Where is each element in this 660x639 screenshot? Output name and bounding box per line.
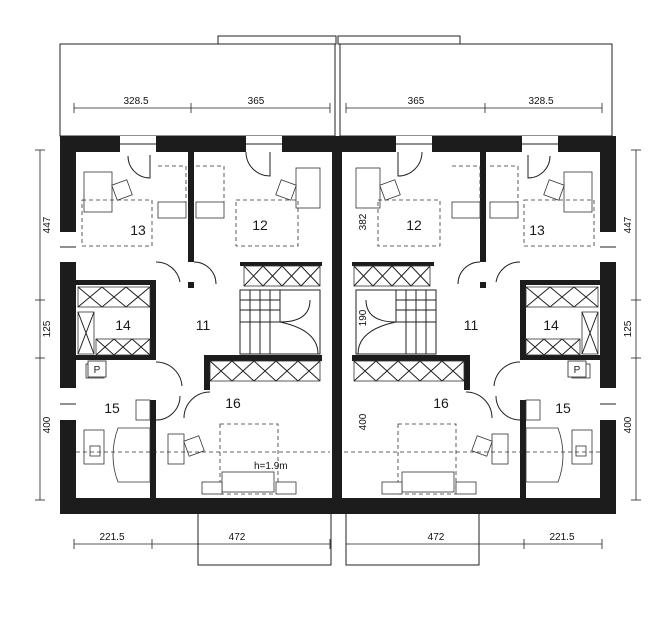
room-14-label: 14 [115, 317, 131, 333]
dim-top-left-b: 365 [248, 96, 265, 107]
room-16-label: 16 [433, 395, 449, 411]
top-balconies [59, 35, 613, 137]
dim-bottom-right-b: 221.5 [549, 532, 574, 543]
room-labels-right: 13 12 11 14 15 16 P [406, 217, 587, 416]
room-labels-left: 13 12 11 14 15 16 P [87, 217, 268, 416]
dim-top-right-b: 328.5 [528, 96, 553, 107]
dim-left-447: 447 [42, 216, 53, 233]
inner-dimensions: 382 190 400 [358, 213, 369, 430]
dim-right-400: 400 [623, 416, 634, 433]
room-13-label: 13 [529, 222, 545, 238]
dim-right-447: 447 [623, 216, 634, 233]
interior-walls-right [352, 152, 600, 498]
dim-inner-382: 382 [358, 213, 369, 230]
door-swings [127, 151, 551, 421]
pantry-p-label: P [574, 365, 581, 376]
staircase-right [355, 289, 437, 355]
left-dimensions: 447 125 400 [35, 149, 53, 501]
dim-right-125: 125 [623, 320, 634, 337]
exterior-walls [60, 136, 616, 514]
staircase-left [239, 289, 321, 355]
wardrobes [77, 265, 599, 382]
room-12-label: 12 [406, 217, 422, 233]
room-11-label: 11 [196, 317, 211, 333]
room-14-label: 14 [543, 317, 559, 333]
dim-bottom-right-a: 472 [428, 532, 445, 543]
furniture [81, 165, 595, 495]
room-15-label: 15 [555, 400, 571, 416]
top-dimensions: 328.5 365 365 328.5 [73, 96, 603, 113]
bottom-dimensions: 221.5 472 472 221.5 [73, 532, 603, 549]
dim-inner-400: 400 [358, 413, 369, 430]
dim-bottom-left-a: 221.5 [99, 532, 124, 543]
dim-bottom-left-b: 472 [229, 532, 246, 543]
room-12-label: 12 [252, 217, 268, 233]
room-16-label: 16 [225, 395, 241, 411]
room-11-label: 11 [464, 317, 479, 333]
dim-top-left-a: 328.5 [123, 96, 148, 107]
dim-top-right-a: 365 [408, 96, 425, 107]
ceiling-height-note: h=1.9m [254, 461, 288, 472]
right-dimensions: 447 125 400 [623, 149, 641, 501]
room-15-label: 15 [104, 400, 120, 416]
interior-walls-left [76, 152, 322, 498]
dim-left-125: 125 [42, 320, 53, 337]
dim-inner-190: 190 [358, 309, 369, 326]
room-13-label: 13 [130, 222, 146, 238]
pantry-p-label: P [94, 365, 101, 376]
dim-left-400: 400 [42, 416, 53, 433]
